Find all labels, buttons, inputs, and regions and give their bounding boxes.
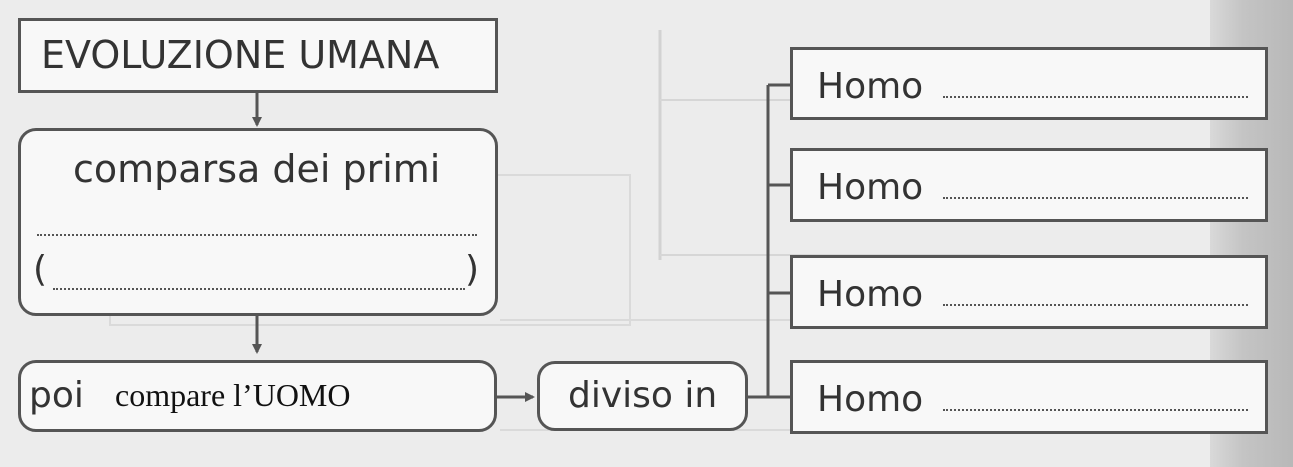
branch-bracket — [748, 83, 790, 399]
handwritten-answer: compare l’UOMO — [115, 377, 351, 413]
branch-blank-4 — [943, 409, 1248, 411]
branch-blank-2 — [943, 197, 1248, 199]
branch-label-2: Homo — [817, 167, 924, 208]
first-blank-line — [37, 234, 477, 236]
branch-blank-3 — [943, 304, 1248, 306]
second-box: poi compare l’UOMO — [18, 360, 497, 432]
branch-box-1: Homo — [790, 47, 1268, 120]
title-text: EVOLUZIONE UMANA — [41, 33, 440, 77]
first-appearance-text: comparsa dei primi — [73, 147, 441, 191]
branch-box-2: Homo — [790, 148, 1268, 222]
first-appearance-box: comparsa dei primi ( ) — [18, 128, 498, 316]
branch-label-1: Homo — [817, 66, 924, 107]
title-box: EVOLUZIONE UMANA — [18, 18, 498, 93]
second-blank-line — [53, 288, 465, 290]
paren-open: ( — [33, 249, 48, 290]
second-box-label: poi — [29, 375, 84, 416]
paren-close: ) — [465, 249, 480, 290]
branch-label-3: Homo — [817, 274, 924, 315]
branch-box-3: Homo — [790, 255, 1268, 329]
split-box: diviso in — [537, 361, 748, 431]
branch-label-4: Homo — [817, 379, 924, 420]
branch-box-4: Homo — [790, 360, 1268, 434]
split-box-text: diviso in — [568, 375, 718, 416]
branch-blank-1 — [943, 96, 1248, 98]
